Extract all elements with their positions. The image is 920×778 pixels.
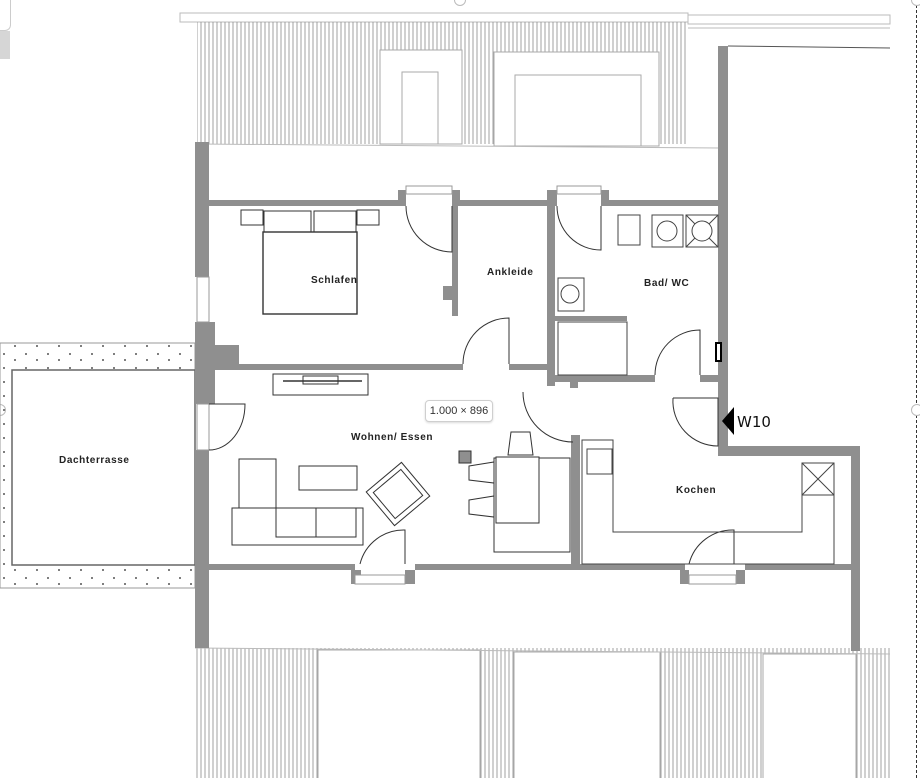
left-edge-panel-top — [0, 0, 11, 31]
doors — [208, 205, 735, 565]
triangle-left-icon — [722, 407, 734, 435]
roof-terrace — [0, 342, 196, 589]
room-label-dachterrasse: Dachterrasse — [59, 455, 130, 466]
walls — [195, 142, 860, 651]
bed — [240, 209, 380, 315]
left-edge-panel-bottom — [0, 31, 10, 59]
windows — [196, 185, 737, 585]
resize-handle-top-right[interactable] — [911, 0, 920, 6]
room-label-bad: Bad/ WC — [644, 278, 689, 289]
left-edge-panel — [0, 0, 11, 60]
room-label-schlafen: Schlafen — [311, 275, 357, 286]
room-label-ankleide: Ankleide — [487, 267, 533, 278]
selection-edge — [916, 0, 917, 778]
room-label-wohnen: Wohnen/ Essen — [351, 432, 433, 443]
wall-east-upper — [718, 46, 728, 446]
bath-fixtures — [557, 214, 722, 376]
living-furniture — [231, 373, 571, 553]
resize-handle-right[interactable] — [911, 404, 920, 416]
bottom-roof-area — [194, 647, 891, 778]
room-label-kochen: Kochen — [676, 485, 716, 496]
w10-marker: W10 — [722, 407, 771, 435]
top-roof-area — [179, 12, 891, 149]
kitchen-counter — [581, 439, 835, 565]
image-size-badge: 1.000 × 896 — [425, 400, 493, 422]
marker-label: W10 — [737, 413, 771, 431]
